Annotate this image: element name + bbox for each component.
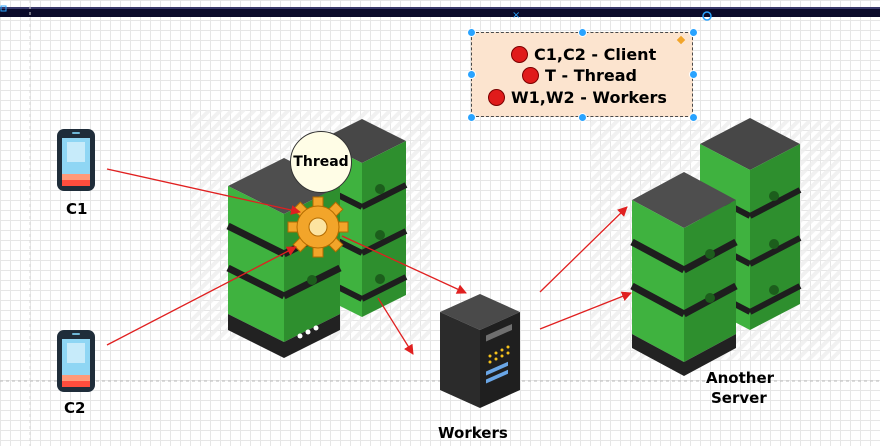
arrow-c1-to-thread	[106, 168, 301, 215]
arrow-workers-to-server-2	[539, 291, 632, 330]
legend-item-label: W1,W2 - Workers	[511, 88, 667, 107]
legend-item-workers: W1,W2 - Workers	[488, 88, 667, 107]
arrow-workers-to-server-1	[539, 206, 628, 293]
svg-text:×: ×	[512, 10, 520, 21]
client-c2-label: C2	[64, 399, 86, 417]
thread-bubble[interactable]: Thread	[290, 131, 352, 193]
red-dot-icon	[511, 46, 528, 63]
another-server-label-line2: Server	[711, 389, 767, 407]
resize-handle[interactable]	[467, 28, 476, 37]
legend-item-client: C1,C2 - Client	[511, 45, 656, 64]
legend-item-label: T - Thread	[545, 66, 637, 85]
resize-handle[interactable]	[689, 70, 698, 79]
arrows	[106, 168, 632, 355]
workers-machine[interactable]	[440, 294, 520, 408]
gear-icon[interactable]	[287, 196, 349, 258]
another-server-stack[interactable]	[630, 118, 802, 376]
resize-handle[interactable]	[689, 113, 698, 122]
selection-handles: ×	[0, 5, 712, 21]
another-server-label-line1: Another	[706, 369, 775, 387]
arrow-thread-to-workers-1	[341, 235, 467, 294]
legend-box[interactable]: C1,C2 - Client T - Thread W1,W2 - Worker…	[471, 32, 693, 117]
red-dot-icon	[488, 89, 505, 106]
legend-item-thread: T - Thread	[522, 66, 637, 85]
resize-handle[interactable]	[578, 28, 587, 37]
workers-label: Workers	[438, 424, 508, 442]
red-dot-icon	[522, 67, 539, 84]
thread-label: Thread	[293, 154, 349, 170]
arrow-c2-to-thread	[106, 246, 297, 346]
arrow-thread-to-workers-2	[377, 297, 414, 355]
resize-handle[interactable]	[578, 113, 587, 122]
client-phone-c2[interactable]	[57, 330, 95, 392]
resize-handle[interactable]	[467, 113, 476, 122]
resize-handle[interactable]	[467, 70, 476, 79]
legend-item-label: C1,C2 - Client	[534, 45, 657, 64]
top-bar	[0, 7, 880, 17]
client-c1-label: C1	[66, 200, 88, 218]
resize-handle[interactable]	[689, 28, 698, 37]
client-phone-c1[interactable]	[57, 129, 95, 191]
